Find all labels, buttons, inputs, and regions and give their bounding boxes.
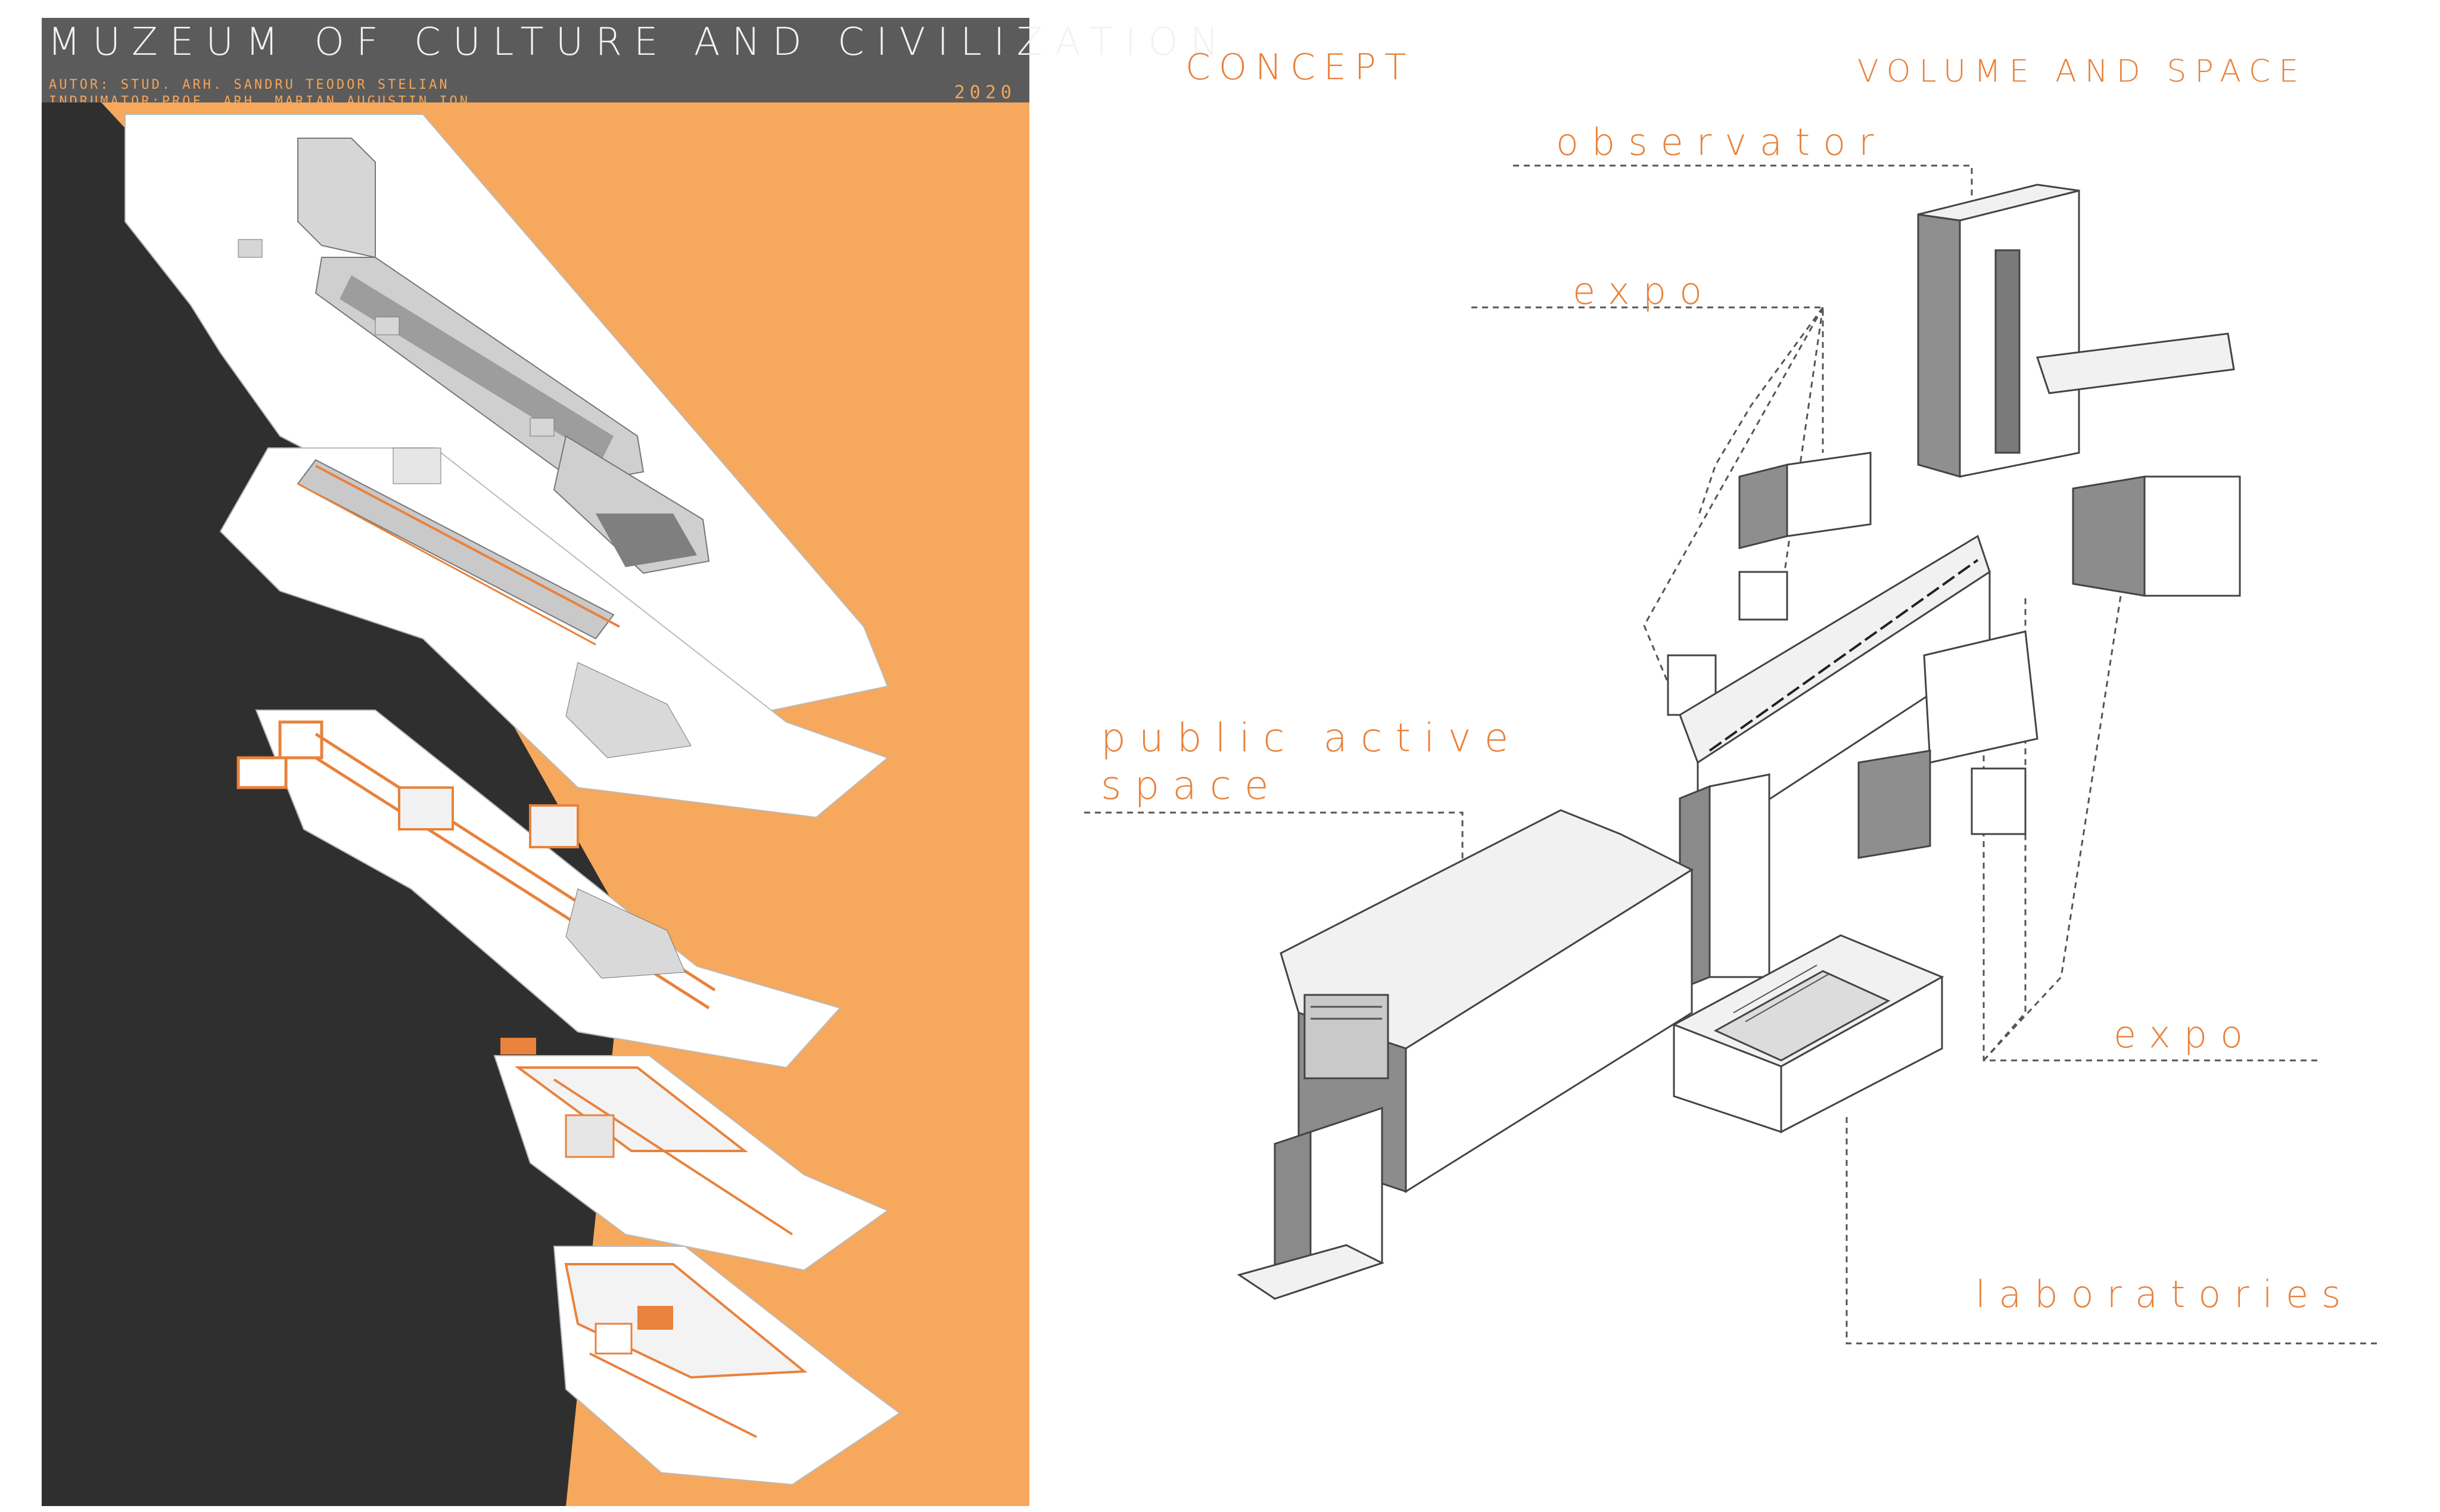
- poster-title: MUZEUM OF CULTURE AND CIVILIZATION: [48, 20, 1231, 64]
- label-observator: observator: [1556, 120, 1887, 164]
- plan-level-2: [219, 447, 889, 819]
- leader-expo-top-c: [1643, 307, 1824, 698]
- concept-heading: CONCEPT: [1185, 46, 1415, 88]
- leader-laboratories: [1845, 1114, 2377, 1345]
- lower-wing-wall: [1405, 868, 1693, 1193]
- building-massing: [1237, 183, 2241, 1301]
- tower-slot: [1994, 249, 2021, 454]
- label-public-active: public active: [1101, 715, 1522, 761]
- leader-lines: [1084, 164, 2377, 1345]
- label-space: space: [1101, 763, 1282, 808]
- plan-level-4: [493, 1038, 889, 1271]
- poster-year: 2020: [954, 82, 1016, 103]
- plan-level-5: [553, 1246, 901, 1486]
- tower-top: [1918, 183, 2080, 222]
- leader-expo-right-c: [1982, 595, 2122, 1062]
- tower-side: [1917, 213, 1961, 478]
- leader-expo-top-b: [1697, 307, 1824, 519]
- leader-observator: [1513, 164, 1973, 203]
- label-expo-right: expo: [2114, 1013, 2257, 1056]
- leader-public-space: [1084, 811, 1464, 882]
- plan-level-3: [236, 710, 841, 1069]
- concept-diagram-panel: CONCEPT VOLUME AND SPACE observator expo…: [1048, 0, 2440, 1512]
- poster-title-bar: MUZEUM OF CULTURE AND CIVILIZATION AUTOR…: [42, 18, 1219, 109]
- axonometric-volume-diagram: [1084, 164, 2377, 1345]
- plan-level-roof: [125, 114, 889, 717]
- author-credit: AUTOR: STUD. ARH. SANDRU TEODOR STELIAN: [49, 77, 450, 92]
- exploded-floor-plans-illustration: [42, 102, 1029, 1506]
- poster-panel: MUZEUM OF CULTURE AND CIVILIZATION AUTOR…: [0, 0, 1219, 1512]
- volume-and-space-heading: VOLUME AND SPACE: [1857, 54, 2307, 89]
- label-expo-top: expo: [1573, 269, 1716, 313]
- label-laboratories: laboratories: [1975, 1273, 2354, 1316]
- leader-expo-top-d: [1780, 307, 1824, 596]
